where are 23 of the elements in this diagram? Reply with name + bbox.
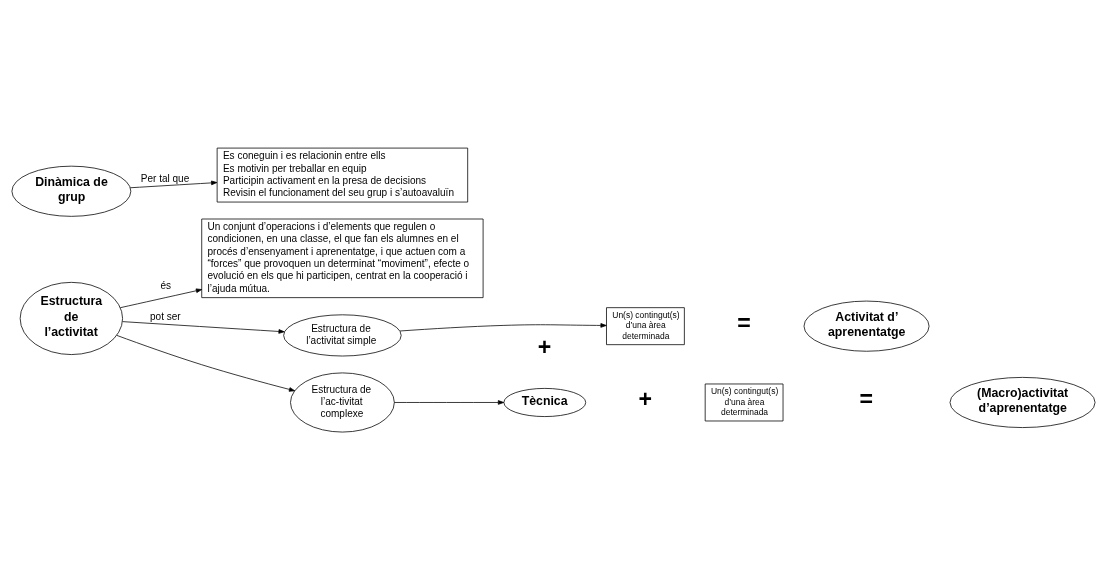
edge-label: és	[160, 280, 172, 292]
node-box: Un(s) contingut(s) d’una àrea determinada	[704, 383, 784, 422]
node-ellipse: Dinàmica de grup	[11, 165, 132, 217]
node-ellipse: Tècnica	[503, 388, 587, 417]
node-box: Es coneguin i es relacionin entre ells Es motivin per treballar en equip Participin activament en la presa de decisions Revisin el funcionament del seu grup i s’autoavaluïn	[216, 147, 469, 203]
node-box: Un(s) contingut(s) d’una àrea determinada	[606, 307, 685, 346]
arrow	[394, 400, 505, 405]
label: +	[638, 386, 652, 413]
node-ellipse: Estructura de l’activitat	[19, 281, 123, 355]
edge-label: Per tal que	[140, 172, 190, 184]
arrow	[122, 321, 285, 334]
edge-label: pot ser	[150, 311, 181, 323]
node-ellipse: (Macro)activitat d’aprenentatge	[949, 377, 1096, 428]
node-ellipse: Activitat d’aprenentatge	[803, 300, 930, 352]
arrow	[116, 335, 296, 392]
label: =	[737, 310, 751, 337]
label: =	[859, 386, 874, 413]
arrow	[129, 180, 218, 189]
arrow	[399, 323, 607, 332]
node-ellipse: Estructura de l’activitat simple	[283, 314, 402, 357]
arrow	[119, 288, 203, 309]
node-box: Un conjunt d’operacions i d’elements que regulen o condicionen, en una classe, el que fan els alumnes en el procés d’ensenyament i aprenentatge, i que actuen com a “forces” que provoquen un determinat “moviment”, efecte o evolució en els que hi participen, centrat en la cooperació i l’ajuda mútua.	[201, 218, 484, 299]
label: +	[537, 334, 552, 361]
